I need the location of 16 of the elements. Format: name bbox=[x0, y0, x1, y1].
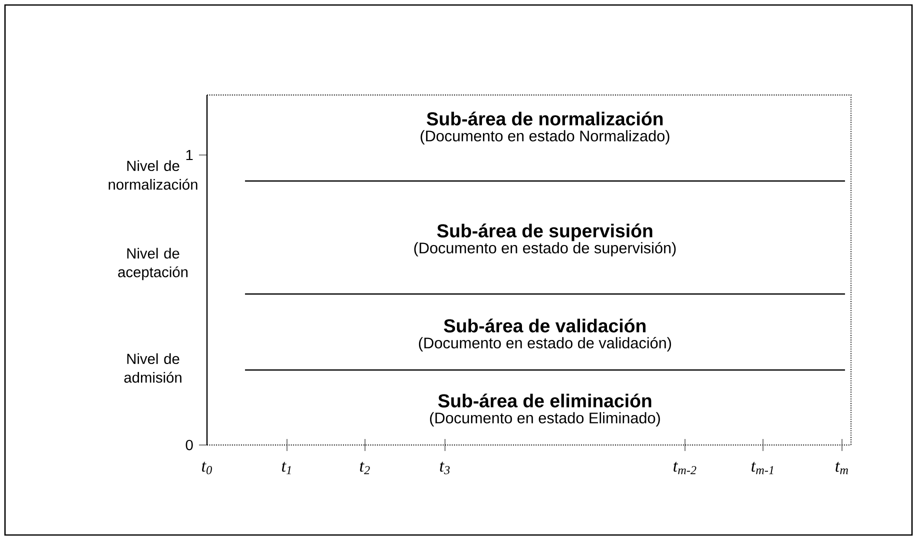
time-label: t$_{m-2}$ bbox=[674, 462, 696, 474]
axis-value: 1 bbox=[186, 150, 193, 160]
time-label: t$_{m}$ bbox=[836, 462, 848, 474]
area-label: Sub-área de normalización (Documento en estado Normalizado) bbox=[420, 112, 670, 144]
time-label: t$_{3}$ bbox=[440, 462, 450, 474]
area-label: Sub-área de eliminación (Documento en estado Eliminado) bbox=[430, 394, 660, 426]
level-label: Nivel de admisión bbox=[124, 353, 182, 383]
time-label: t$_{2}$ bbox=[360, 462, 370, 474]
level-label: Nivel de aceptación bbox=[118, 248, 188, 280]
level-label: Nivel de normalización bbox=[108, 160, 198, 190]
axis-value: 0 bbox=[186, 440, 193, 450]
area-label: Sub-área de supervisión (Documento en estado de supervisión) bbox=[414, 224, 676, 256]
time-label: t$_{1}$ bbox=[282, 462, 291, 474]
time-label: t$_{m-1}$ bbox=[752, 462, 774, 474]
area-label: Sub-área de validación (Documento en estado de validación) bbox=[418, 318, 671, 352]
time-label: t$_{0}$ bbox=[202, 462, 212, 474]
